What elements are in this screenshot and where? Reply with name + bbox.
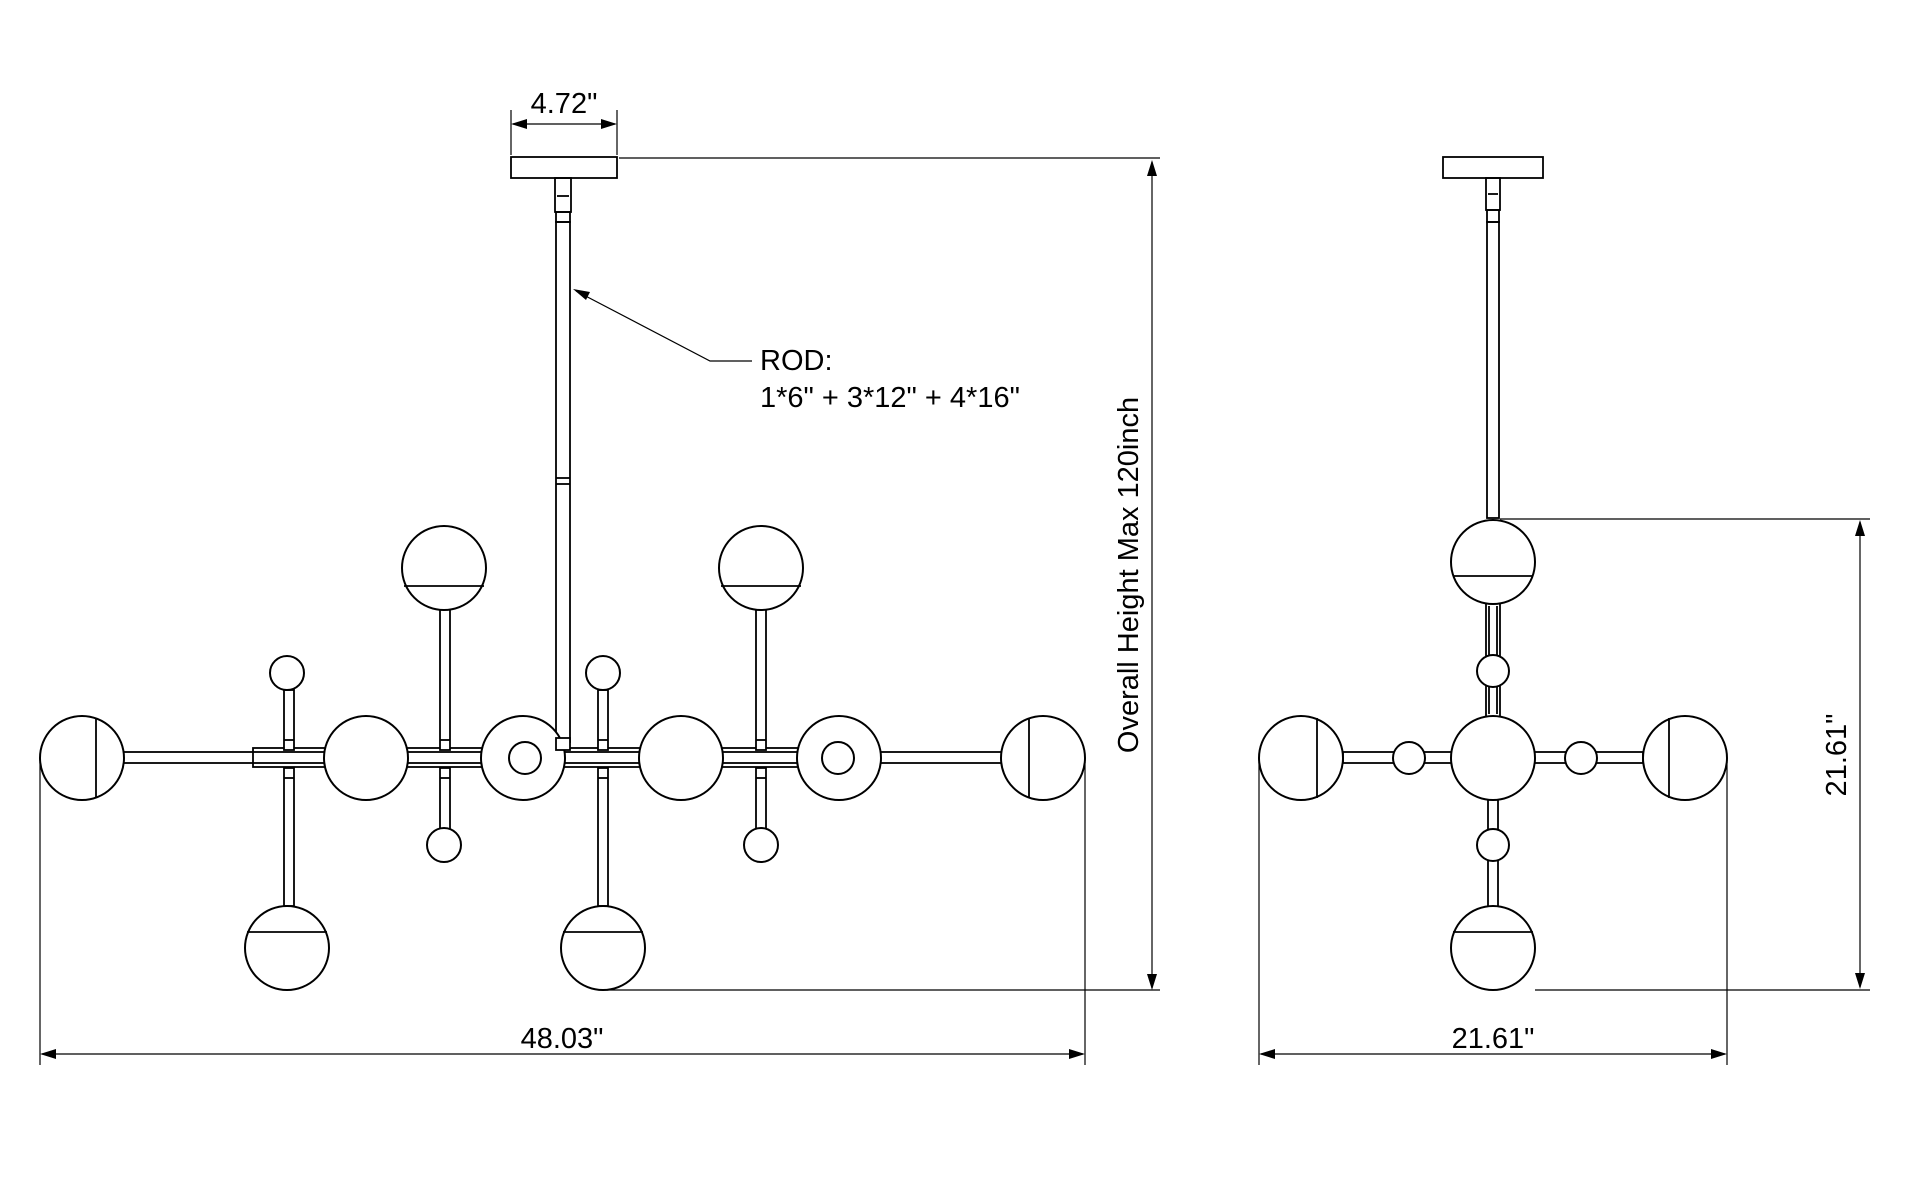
side-height-label: 21.61" [1821, 714, 1853, 797]
front-rod [555, 221, 571, 743]
side-width-label: 21.61" [1452, 1023, 1535, 1055]
front-globe-bar-1 [323, 715, 409, 801]
side-globe-right [1642, 715, 1728, 801]
front-globe-left-end [39, 715, 125, 801]
side-view [1258, 156, 1728, 991]
front-main-bar [119, 751, 1051, 764]
front-globe-top-left [401, 525, 487, 611]
side-globe-center [1450, 715, 1536, 801]
side-globe-left [1258, 715, 1344, 801]
front-view [39, 156, 1086, 991]
rod-title-label: ROD: [760, 345, 833, 377]
front-width-label: 48.03" [521, 1023, 604, 1055]
front-stem-connector [554, 177, 572, 213]
side-globe-bottom [1450, 905, 1536, 991]
canopy-width-label: 4.72" [531, 88, 598, 120]
front-globe-bottom-left [244, 905, 330, 991]
rod-spec-label: 1*6" + 3*12" + 4*16" [760, 382, 1020, 414]
front-canopy [510, 156, 618, 179]
side-canopy [1442, 156, 1544, 179]
front-globe-right-end [1000, 715, 1086, 801]
front-globe-bar-3 [638, 715, 724, 801]
front-globe-bottom-center [560, 905, 646, 991]
overall-height-label: Overall Height Max 120inch [1113, 397, 1145, 753]
side-globe-top [1450, 519, 1536, 605]
side-rod [1486, 221, 1500, 519]
front-globe-top-right [718, 525, 804, 611]
dimension-lines [39, 110, 1870, 1065]
